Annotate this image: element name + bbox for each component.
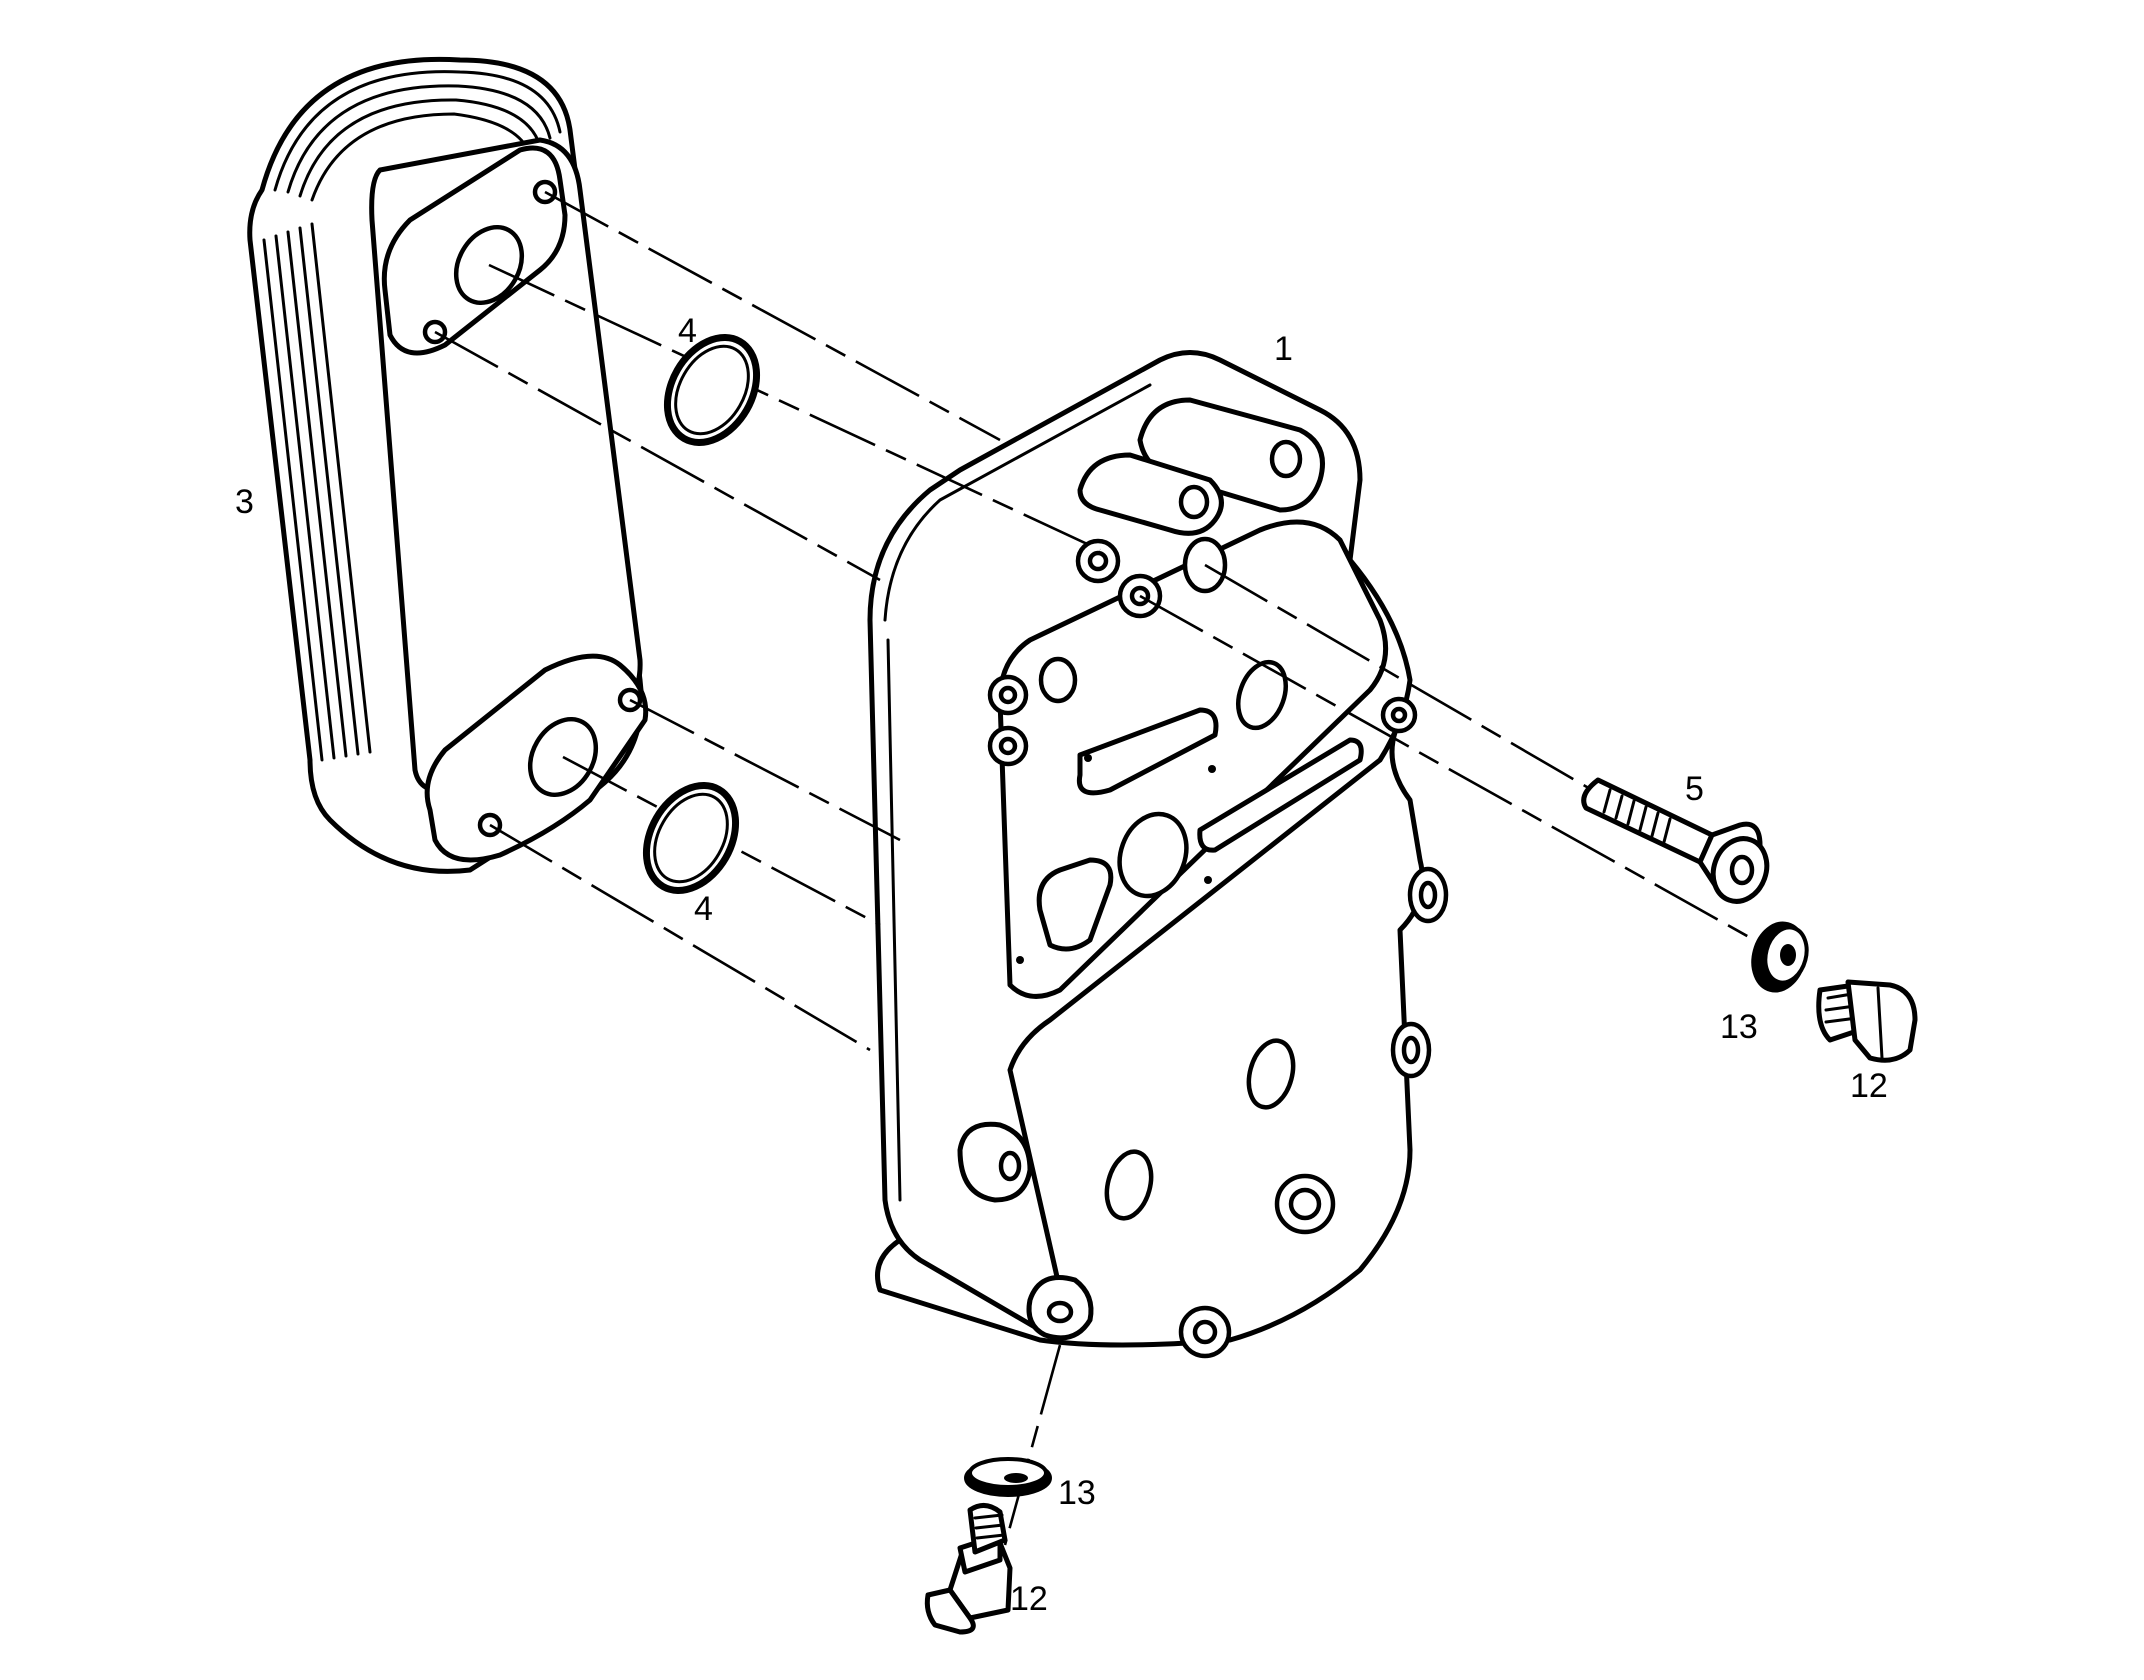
axis-lines xyxy=(434,190,1791,1546)
bolt xyxy=(1581,777,1770,904)
callout-plug-bottom: 12 xyxy=(1010,1580,1048,1618)
callout-housing: 1 xyxy=(1274,330,1293,368)
callout-plug-right: 12 xyxy=(1850,1067,1888,1105)
washer-right xyxy=(1751,921,1809,993)
plug-bottom xyxy=(924,1503,1013,1635)
callout-seal-ring-upper: 4 xyxy=(678,312,697,350)
seal-ring-upper xyxy=(663,334,761,446)
housing xyxy=(867,350,1449,1359)
callout-washer-right: 13 xyxy=(1720,1008,1758,1046)
washer-bottom xyxy=(964,1457,1052,1497)
callout-labels: 1 3 4 4 5 13 12 13 12 xyxy=(235,312,1888,1618)
plug-right xyxy=(1816,979,1918,1063)
callout-washer-bottom: 13 xyxy=(1058,1474,1096,1512)
callout-bolt: 5 xyxy=(1685,770,1704,808)
seal-ring-lower xyxy=(642,782,740,894)
callout-oil-cooler: 3 xyxy=(235,483,254,521)
callout-seal-ring-lower: 4 xyxy=(694,890,713,928)
oil-cooler xyxy=(247,56,649,874)
